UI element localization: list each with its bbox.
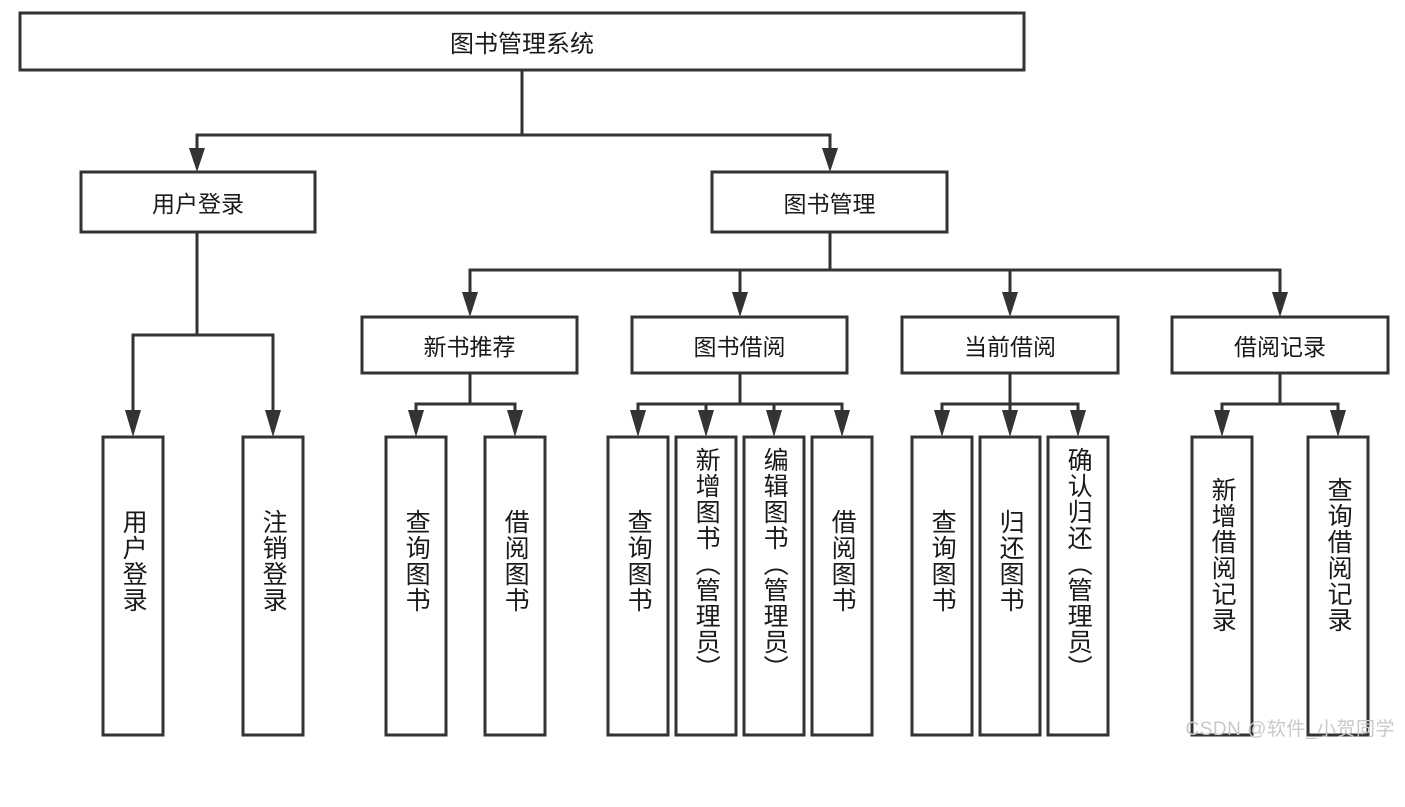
node-box-root[interactable] [18, 11, 1026, 72]
arrow-head-new-book-recommend [462, 292, 478, 317]
arrow-head-user-login [189, 148, 205, 172]
arrow-head-borrow-record [1272, 292, 1288, 317]
node-box-leaf-return-book[interactable] [978, 435, 1042, 737]
arrow-head-leaf-confirm-return [1070, 410, 1086, 437]
node-box-leaf-add-record[interactable] [1190, 435, 1254, 737]
node-box-user-login[interactable] [79, 170, 317, 234]
connector-book-borrow-to-leaves [630, 371, 850, 437]
node-box-current-borrow[interactable] [900, 315, 1120, 375]
arrow-head-leaf-edit-book [766, 410, 782, 437]
node-box-leaf-query-record[interactable] [1306, 435, 1370, 737]
arrow-head-leaf-logout-login [265, 410, 281, 437]
arrow-head-leaf-return-book [1002, 410, 1018, 437]
arrow-head-leaf-user-login [125, 410, 141, 437]
diagram-canvas [18, 11, 1390, 737]
arrow-head-leaf-query-book-3 [934, 410, 950, 437]
arrow-head-leaf-query-book-2 [630, 410, 646, 437]
node-box-book-borrow[interactable] [630, 315, 849, 375]
connector-root-to-level2 [189, 68, 838, 172]
arrow-head-leaf-borrow-book-1 [507, 410, 523, 437]
connector-new-book-recommend-to-leaves [408, 371, 523, 437]
arrow-head-book-management [822, 148, 838, 172]
node-box-leaf-borrow-book-1[interactable] [483, 435, 547, 737]
arrow-head-leaf-query-record [1330, 410, 1346, 437]
arrow-head-current-borrow [1002, 292, 1018, 317]
node-box-leaf-confirm-return[interactable] [1046, 435, 1110, 737]
node-box-leaf-query-book-1[interactable] [384, 435, 448, 737]
connector-user-login-to-leaves [125, 230, 281, 437]
node-box-book-management[interactable] [710, 170, 949, 234]
arrow-head-leaf-borrow-book-2 [834, 410, 850, 437]
node-box-new-book-recommend[interactable] [360, 315, 579, 375]
diagram-root: 图书管理系统 用户登录 图书管理 新书推荐 图书借阅 当前借阅 借阅记录 用户登… [18, 11, 1394, 740]
arrow-head-leaf-add-book [698, 410, 714, 437]
arrow-head-leaf-query-book-1 [408, 410, 424, 437]
node-box-leaf-add-book[interactable] [674, 435, 738, 737]
connector-borrow-record-to-leaves [1214, 371, 1346, 437]
node-box-leaf-borrow-book-2[interactable] [810, 435, 874, 737]
node-box-leaf-edit-book[interactable] [742, 435, 806, 737]
node-box-leaf-query-book-2[interactable] [606, 435, 670, 737]
node-box-borrow-record[interactable] [1170, 315, 1390, 375]
node-box-leaf-user-login[interactable] [101, 435, 165, 737]
node-box-leaf-logout-login[interactable] [241, 435, 305, 737]
connector-current-borrow-to-leaves [934, 371, 1086, 437]
arrow-head-book-borrow [732, 292, 748, 317]
node-box-leaf-query-book-3[interactable] [910, 435, 974, 737]
connector-book-management-to-level3 [462, 230, 1288, 317]
arrow-head-leaf-add-record [1214, 410, 1230, 437]
